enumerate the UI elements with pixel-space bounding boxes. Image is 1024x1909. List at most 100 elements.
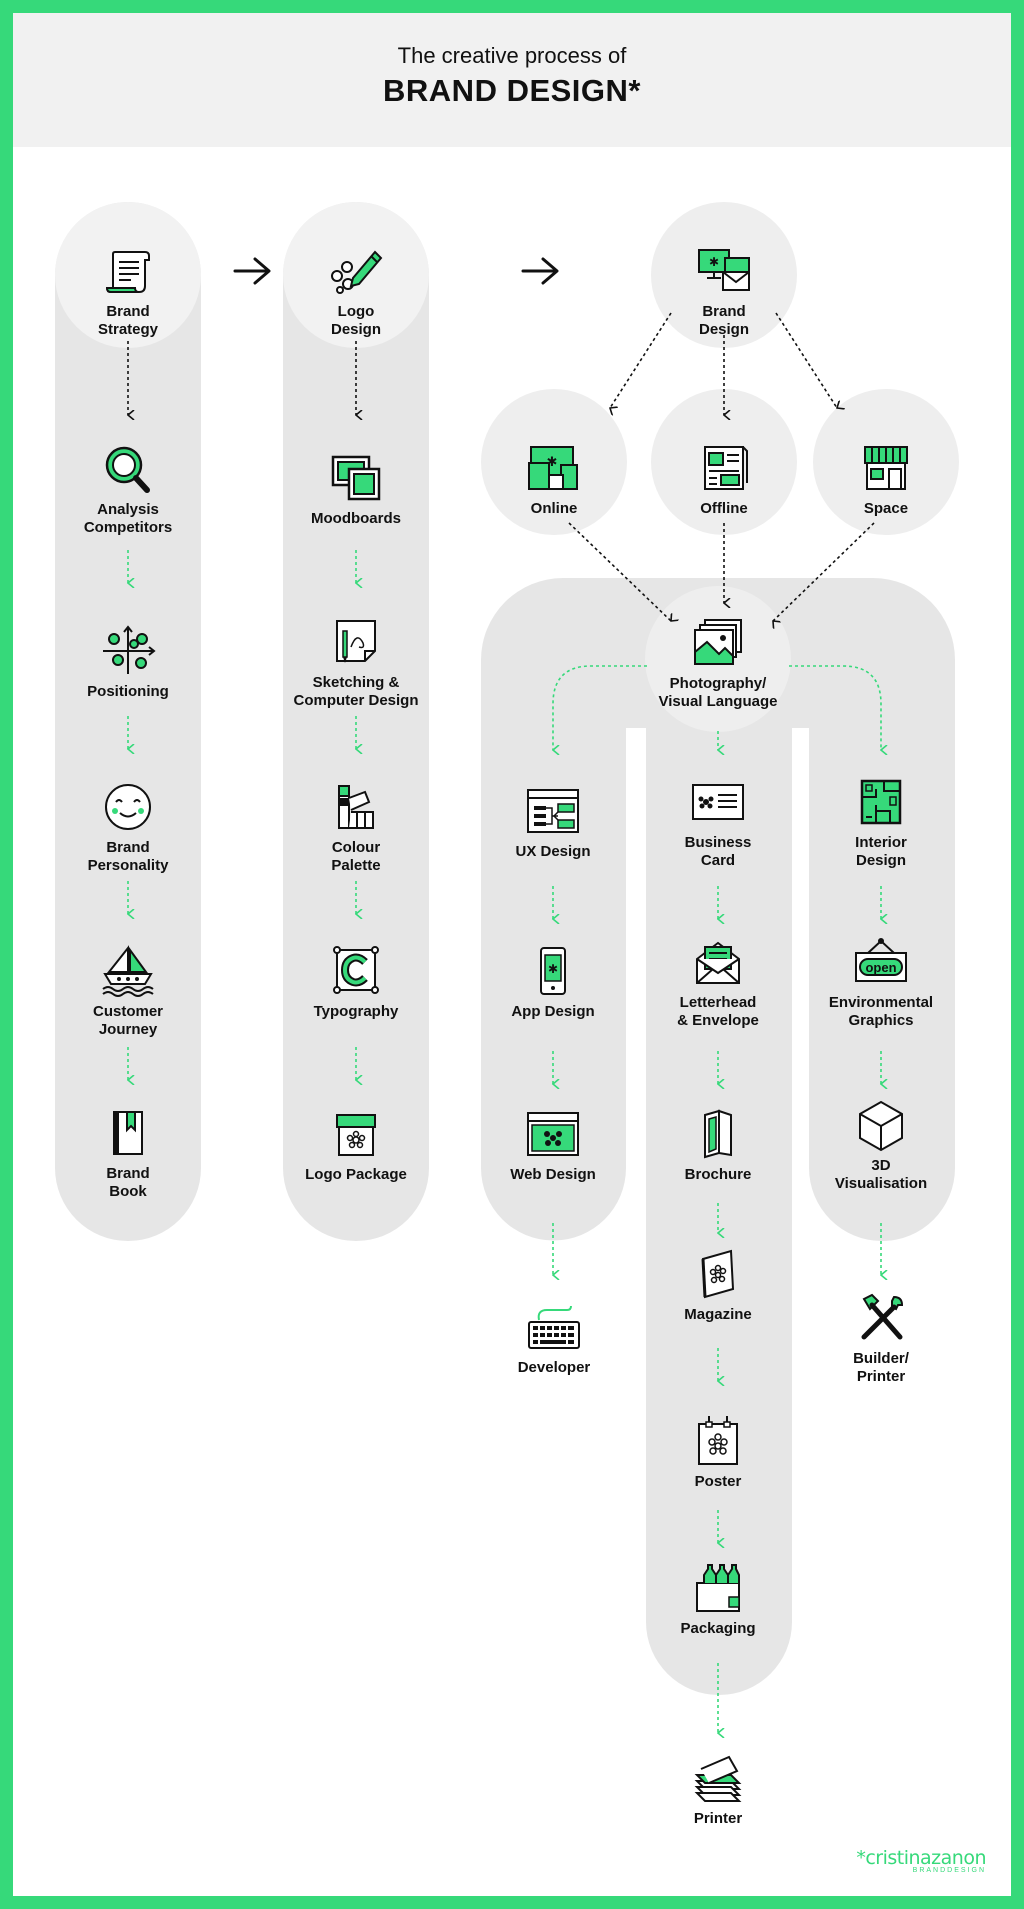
node-label: Logo Package — [305, 1166, 407, 1183]
photos-icon — [690, 617, 746, 669]
node-brand-book: Brand Book — [43, 1107, 213, 1201]
node-label: 3D Visualisation — [834, 1157, 928, 1192]
node-label: Moodboards — [311, 510, 401, 527]
node-label: Environmental Graphics — [828, 994, 934, 1029]
node-label: Brochure — [684, 1166, 752, 1183]
node-label: Web Design — [510, 1166, 596, 1183]
gap-right — [792, 730, 809, 1210]
node-label: Logo Design — [330, 303, 381, 338]
arrow-photo-interior — [789, 665, 881, 750]
logo-name: *cristinazanon — [856, 1847, 986, 1869]
node-label: Brand Personality — [87, 839, 169, 874]
node-label: Online — [530, 500, 578, 517]
node-label: Space — [863, 500, 909, 517]
node-label: Printer — [693, 1810, 743, 1827]
node-space: Space — [801, 442, 971, 518]
open-sign-icon: open — [853, 936, 909, 988]
node-label: Offline — [700, 500, 748, 517]
magnifier-icon — [100, 443, 156, 495]
node-moodboards: Moodboards — [271, 452, 441, 528]
gap-right-cap — [792, 731, 809, 749]
arrow-brand-space — [775, 312, 837, 408]
node-builder: Builder/ Printer — [796, 1292, 966, 1386]
magazine-icon — [690, 1248, 746, 1300]
multi-device-icon: ✱ — [526, 442, 582, 494]
node-offline: Offline — [639, 442, 809, 518]
letter-c-icon — [328, 945, 384, 997]
column-space — [809, 578, 955, 1241]
node-label: Interior Design — [855, 834, 907, 869]
brand-logo: *cristinazanon BRANDDESIGN — [856, 1847, 986, 1874]
svg-text:✱: ✱ — [548, 962, 558, 976]
wireframe-icon — [525, 785, 581, 837]
node-sketching: Sketching & Computer Design — [271, 616, 441, 710]
node-label: Magazine — [684, 1306, 752, 1323]
book-icon — [100, 1107, 156, 1159]
node-logo-design: Logo Design — [271, 245, 441, 339]
node-label: Brand Design — [698, 303, 749, 338]
node-environmental: open Environmental Graphics — [796, 936, 966, 1030]
header: The creative process of BRAND DESIGN* — [13, 13, 1011, 147]
svg-text:open: open — [865, 960, 896, 975]
node-poster: Poster — [633, 1415, 803, 1491]
node-label: Business Card — [684, 834, 752, 869]
sketch-pencil-icon — [328, 616, 384, 668]
node-label: Packaging — [680, 1620, 756, 1637]
node-positioning: Positioning — [43, 625, 213, 701]
node-visualisation: 3D Visualisation — [796, 1099, 966, 1193]
devices-mail-icon: ✱ — [696, 245, 752, 297]
box-icon — [328, 1108, 384, 1160]
node-label: Brand Book — [106, 1165, 150, 1200]
node-journey: Customer Journey — [43, 945, 213, 1039]
phone-icon: ✱ — [525, 945, 581, 997]
node-business-card: Business Card — [633, 776, 803, 870]
process-diagram — [55, 202, 959, 1896]
node-packaging: Packaging — [633, 1562, 803, 1638]
node-label: Analysis Competitors — [83, 501, 173, 536]
card-icon — [690, 776, 746, 828]
column-logo-design — [283, 202, 429, 1241]
node-label: App Design — [511, 1003, 595, 1020]
arrow-logo-to-brand — [521, 257, 559, 285]
node-personality: Brand Personality — [43, 781, 213, 875]
floorplan-icon — [853, 776, 909, 828]
scroll-icon — [100, 245, 156, 297]
svg-text:✱: ✱ — [709, 255, 719, 269]
column-brand-strategy — [55, 202, 201, 1241]
node-brand-strategy: Brand Strategy — [43, 245, 213, 339]
node-label: Sketching & Computer Design — [293, 674, 419, 709]
node-label: Letterhead & Envelope — [677, 994, 759, 1029]
swatches-icon — [328, 781, 384, 833]
brochure-icon — [690, 1108, 746, 1160]
title-line1: The creative process of — [397, 43, 627, 68]
boat-icon — [100, 945, 156, 997]
arrow-brand-online — [610, 312, 672, 408]
gap-left-cap — [626, 730, 646, 750]
node-web-design: Web Design — [468, 1108, 638, 1184]
newspaper-icon — [696, 442, 752, 494]
node-label: Customer Journey — [92, 1003, 163, 1038]
storefront-icon — [858, 442, 914, 494]
node-ux-design: UX Design — [468, 785, 638, 861]
node-typography: Typography — [271, 945, 441, 1021]
node-colour-palette: Colour Palette — [271, 781, 441, 875]
gap-left — [626, 730, 646, 1210]
smiley-icon — [100, 781, 156, 833]
pen-drawing-icon — [328, 245, 384, 297]
node-app-design: ✱ App Design — [468, 945, 638, 1021]
node-brand-design: ✱ Brand Design — [639, 245, 809, 339]
node-label: Poster — [694, 1473, 742, 1490]
column-digital — [481, 578, 626, 1241]
envelope-icon — [690, 936, 746, 988]
keyboard-icon — [526, 1301, 582, 1353]
node-label: Brand Strategy — [97, 303, 159, 338]
node-interior: Interior Design — [796, 776, 966, 870]
node-label: Developer — [517, 1359, 591, 1376]
infographic: The creative process of BRAND DESIGN* — [13, 13, 1011, 1896]
cube-icon — [853, 1099, 909, 1152]
browser-icon — [525, 1108, 581, 1160]
positioning-icon — [100, 625, 156, 677]
poster-icon — [690, 1415, 746, 1467]
node-developer: Developer — [469, 1301, 639, 1377]
node-brochure: Brochure — [633, 1108, 803, 1184]
